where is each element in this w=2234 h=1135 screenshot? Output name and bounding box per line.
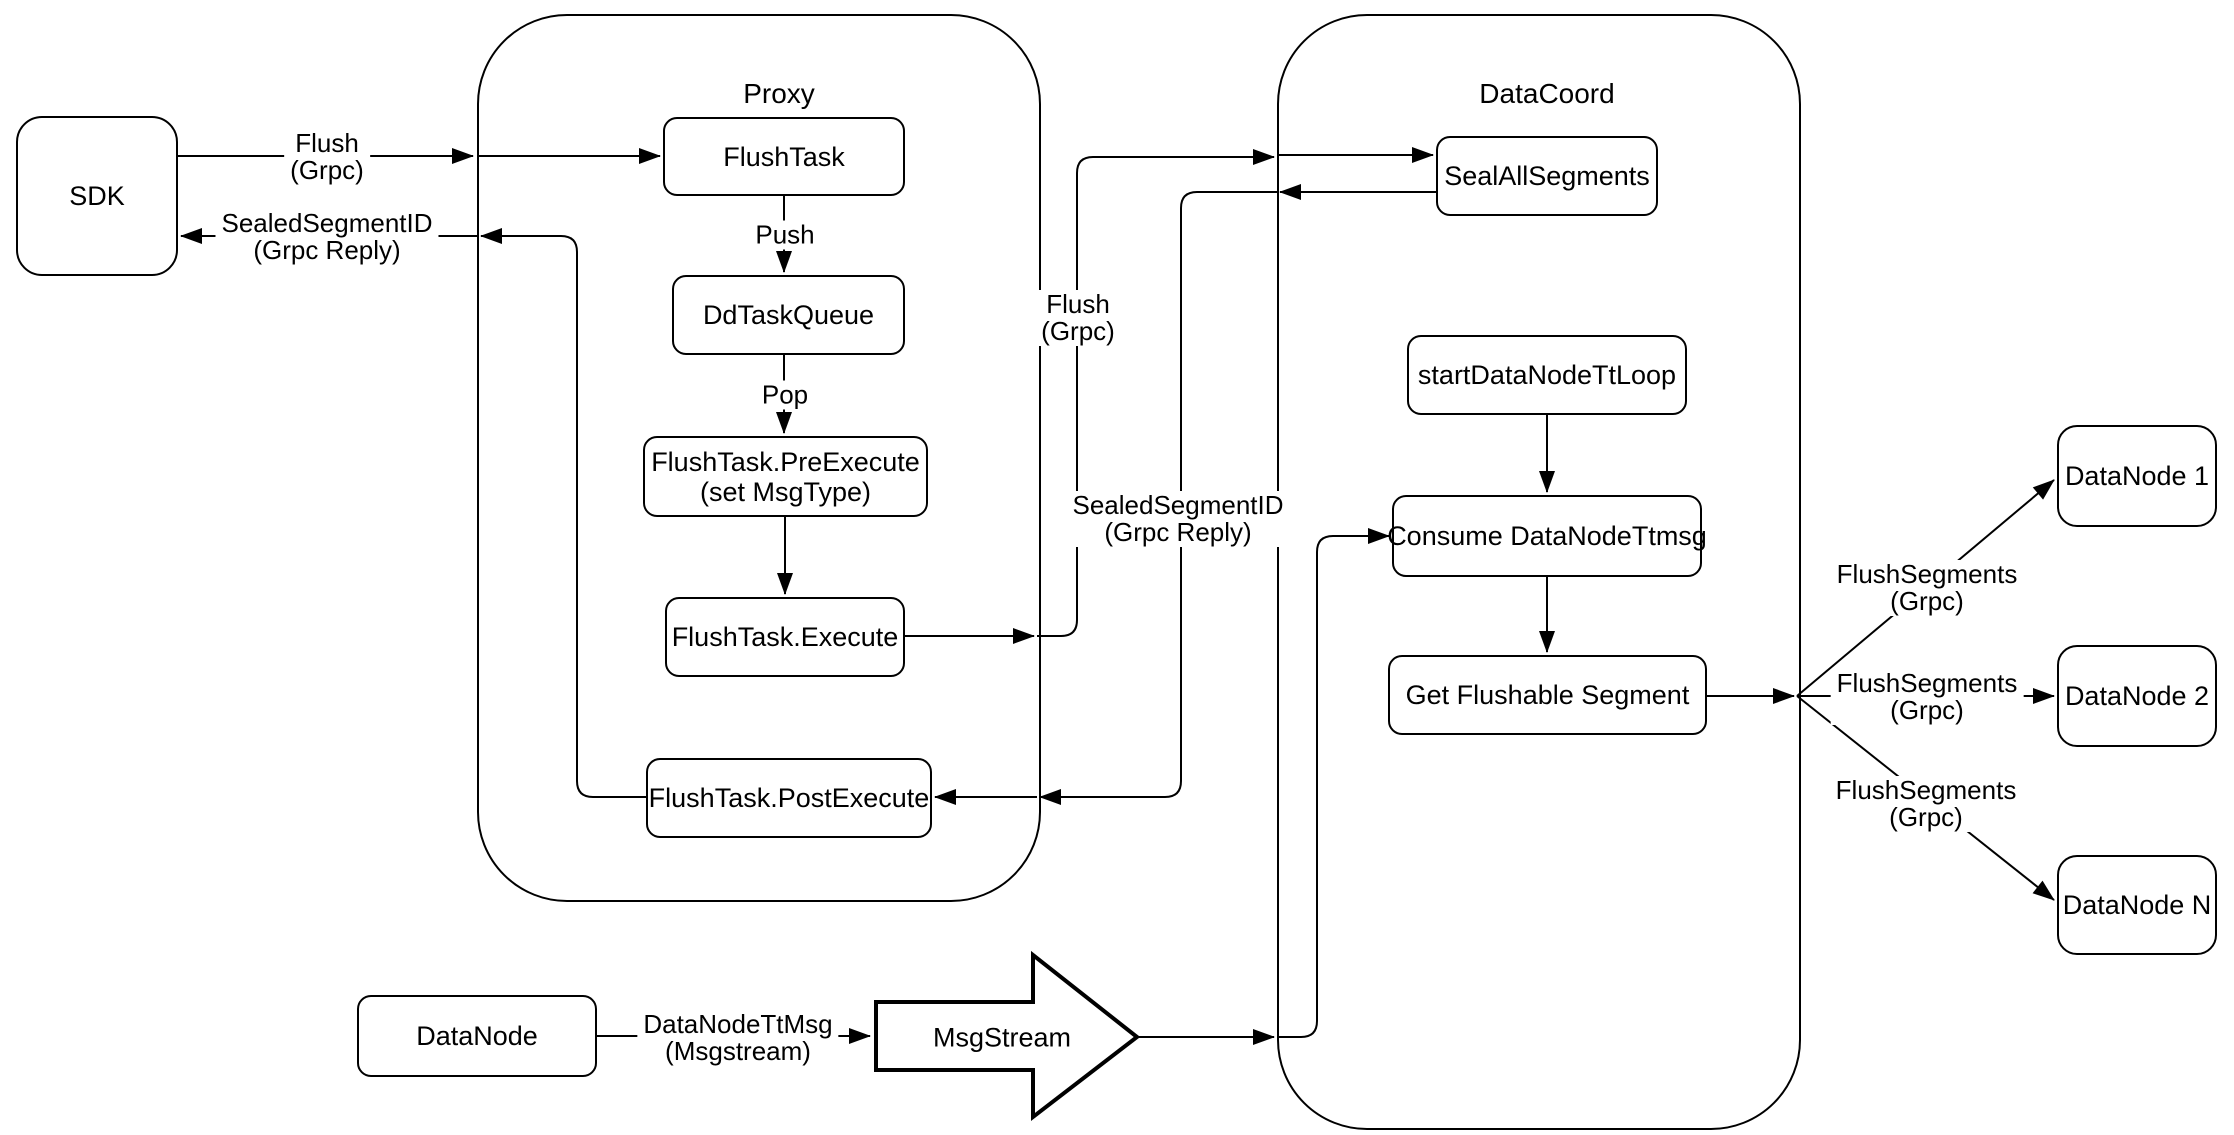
node-start-data-node-tt-loop: startDataNodeTtLoop bbox=[1407, 335, 1687, 415]
edge-postexecute-to-proxy-border bbox=[480, 228, 646, 798]
node-data-node-1: DataNode 1 bbox=[2057, 425, 2217, 527]
datacoord-container: DataCoord bbox=[1277, 14, 1801, 1130]
label-sealed-segment-id-sdk: SealedSegmentID (Grpc Reply) bbox=[215, 209, 439, 265]
node-post-execute: FlushTask.PostExecute bbox=[646, 758, 932, 838]
node-execute: FlushTask.Execute bbox=[665, 597, 905, 677]
node-pre-execute: FlushTask.PreExecute (set MsgType) bbox=[643, 436, 928, 517]
label-push: Push bbox=[749, 220, 821, 250]
node-pre-execute-sublabel: (set MsgType) bbox=[699, 476, 872, 507]
datacoord-title: DataCoord bbox=[1479, 78, 1615, 109]
node-flush-task: FlushTask bbox=[663, 117, 905, 196]
label-flush-segments-2: FlushSegments (Grpc) bbox=[1830, 669, 2024, 725]
node-seal-all-segments: SealAllSegments bbox=[1436, 136, 1658, 216]
node-consume-data-node-ttmsg: Consume DataNodeTtmsg bbox=[1387, 495, 1707, 577]
node-start-data-node-tt-loop-label: startDataNodeTtLoop bbox=[1417, 360, 1677, 390]
node-data-node-2-label: DataNode 2 bbox=[2064, 681, 2210, 711]
label-flush-grpc-mid: Flush (Grpc) bbox=[1035, 290, 1121, 346]
node-dd-task-queue: DdTaskQueue bbox=[672, 275, 905, 355]
node-sdk: SDK bbox=[16, 116, 178, 276]
node-consume-data-node-ttmsg-label: Consume DataNodeTtmsg bbox=[1387, 521, 1707, 551]
label-data-node-tt-msg: DataNodeTtMsg (Msgstream) bbox=[637, 1010, 839, 1066]
node-execute-label: FlushTask.Execute bbox=[671, 622, 899, 652]
node-seal-all-segments-label: SealAllSegments bbox=[1444, 161, 1650, 191]
node-pre-execute-label: FlushTask.PreExecute bbox=[651, 446, 920, 477]
edge-datacoord-border-to-consume bbox=[1277, 528, 1390, 1038]
label-flush-segments-1: FlushSegments (Grpc) bbox=[1830, 560, 2024, 616]
msgstream-arrow-shape bbox=[874, 950, 1141, 1122]
node-dd-task-queue-label: DdTaskQueue bbox=[702, 300, 875, 330]
proxy-title: Proxy bbox=[743, 78, 815, 109]
node-post-execute-label: FlushTask.PostExecute bbox=[648, 783, 930, 813]
edge-flush-riser-to-datacoord bbox=[1037, 149, 1275, 637]
node-get-flushable-segment: Get Flushable Segment bbox=[1388, 655, 1707, 735]
node-data-node-2: DataNode 2 bbox=[2057, 645, 2217, 747]
node-data-node-1-label: DataNode 1 bbox=[2064, 461, 2210, 491]
proxy-container: Proxy bbox=[477, 14, 1041, 902]
node-data-node-label: DataNode bbox=[416, 1021, 538, 1051]
node-flush-task-label: FlushTask bbox=[723, 141, 845, 172]
label-pop: Pop bbox=[755, 380, 815, 410]
msgstream-label: MsgStream bbox=[932, 1022, 1072, 1053]
node-sdk-label: SDK bbox=[69, 181, 125, 211]
node-data-node-n: DataNode N bbox=[2057, 855, 2217, 955]
node-data-node-n-label: DataNode N bbox=[2062, 890, 2212, 920]
label-flush-grpc-sdk: Flush (Grpc) bbox=[284, 129, 370, 185]
label-flush-segments-3: FlushSegments (Grpc) bbox=[1829, 776, 2023, 832]
label-sealed-segment-id-mid: SealedSegmentID (Grpc Reply) bbox=[1066, 491, 1290, 547]
node-get-flushable-segment-label: Get Flushable Segment bbox=[1405, 680, 1690, 710]
node-data-node: DataNode bbox=[357, 995, 597, 1077]
